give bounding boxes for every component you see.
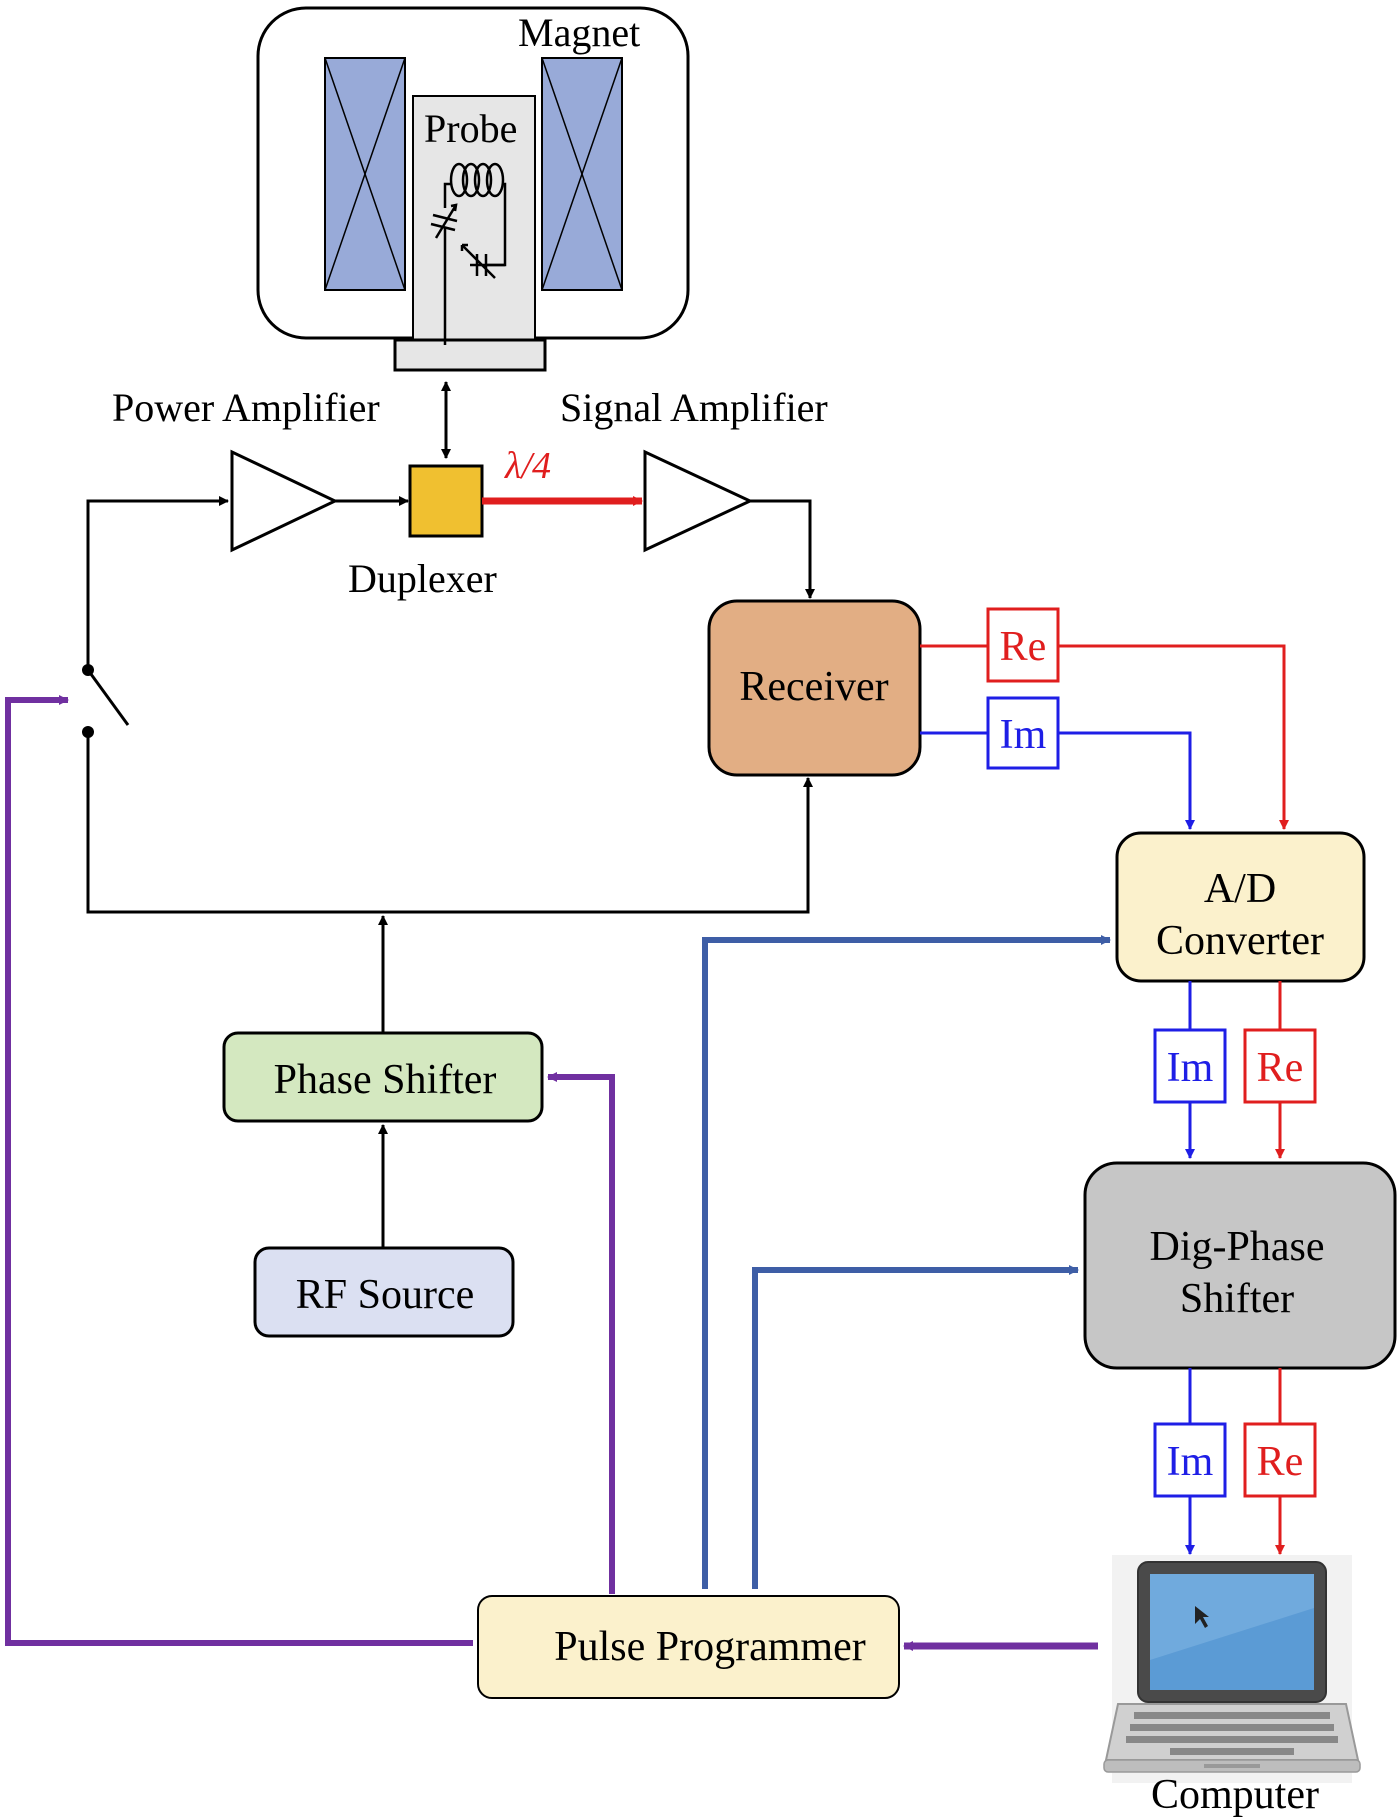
dig-re-text: Re xyxy=(1257,1439,1304,1485)
magnet: Magnet Probe xyxy=(256,6,690,372)
pulse-programmer-box xyxy=(477,1595,900,1699)
pulse-programmer-to-switch xyxy=(5,695,473,1646)
pulse-programmer-label: Pulse Programmer xyxy=(554,1624,865,1670)
receiver-re-text: Re xyxy=(1000,624,1047,670)
ad-converter-box xyxy=(1115,831,1366,983)
dig-phase-shifter-label-1: Dig-Phase xyxy=(1150,1224,1325,1270)
dig-re-tag xyxy=(1243,1422,1317,1498)
receiver-re-tag xyxy=(986,607,1060,683)
ad-re-tag xyxy=(1243,1028,1317,1104)
lambda-quarter-label: λ/4 xyxy=(504,445,551,487)
probe: Probe xyxy=(393,95,547,372)
receiver-re-line xyxy=(920,644,1289,830)
power-amplifier-label: Power Amplifier xyxy=(112,385,380,430)
receiver-im-text: Im xyxy=(1000,712,1047,758)
switch-to-pa xyxy=(86,496,229,668)
dig-phase-shifter-label-2: Shifter xyxy=(1180,1276,1294,1322)
phase-shifter-label: Phase Shifter xyxy=(274,1057,497,1103)
duplexer-label: Duplexer xyxy=(348,556,497,601)
magnet-coil-left xyxy=(324,57,406,291)
signal-amplifier-icon xyxy=(643,449,754,553)
magnet-coil-right xyxy=(541,57,623,291)
rf-switch-icon xyxy=(82,664,130,738)
receiver-im-tag xyxy=(986,696,1060,770)
laptop-icon xyxy=(1103,1555,1361,1783)
receiver-box xyxy=(707,599,922,777)
pulse-programmer-to-ad xyxy=(702,935,1111,1589)
signal-amplifier-label: Signal Amplifier xyxy=(560,385,828,430)
rf-distribution-line xyxy=(86,732,813,914)
pulse-programmer-to-phase-shifter xyxy=(547,1072,615,1594)
rf-source-box xyxy=(253,1246,515,1338)
ad-im-text: Im xyxy=(1167,1045,1214,1091)
receiver-label: Receiver xyxy=(739,664,888,710)
magnet-label: Magnet xyxy=(518,10,640,55)
ad-converter-label-1: A/D xyxy=(1204,866,1276,912)
dig-im-tag xyxy=(1153,1422,1227,1498)
ad-im-tag xyxy=(1153,1028,1227,1104)
computer-label: Computer xyxy=(1151,1772,1319,1818)
power-amplifier-icon xyxy=(230,449,339,553)
rf-source-label: RF Source xyxy=(296,1272,475,1318)
phase-shifter-box xyxy=(222,1031,544,1123)
probe-coil-icon xyxy=(430,162,507,345)
ad-re-text: Re xyxy=(1257,1045,1304,1091)
probe-base xyxy=(393,338,547,372)
dig-im-text: Im xyxy=(1167,1439,1214,1485)
sa-to-receiver xyxy=(750,499,815,599)
ad-converter-label-2: Converter xyxy=(1156,918,1324,964)
duplexer-box xyxy=(408,464,484,538)
dig-phase-shifter-box xyxy=(1083,1161,1397,1370)
probe-label: Probe xyxy=(424,106,517,151)
pulse-programmer-to-dig-phase xyxy=(752,1265,1079,1589)
